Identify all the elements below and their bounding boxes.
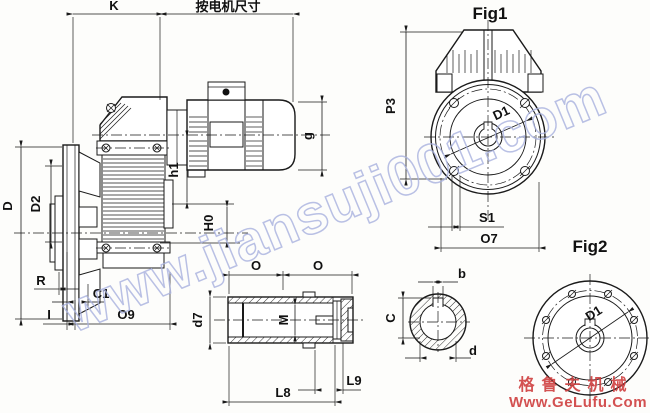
- fig2-title: Fig2: [573, 237, 608, 256]
- dim-label-m: M: [276, 315, 291, 326]
- dim-label-c1: C1: [93, 286, 110, 301]
- keyway-slot-top: [302, 291, 316, 298]
- dim-label-l9: L9: [346, 373, 361, 388]
- dim-label-h0: H0: [201, 215, 216, 232]
- dim-label-d-small: d: [469, 343, 477, 358]
- dim-label-c: C: [383, 313, 398, 323]
- fig1-fins: [446, 50, 532, 73]
- side-view-centerlines: [14, 134, 330, 249]
- dim-label-o-right: O: [313, 258, 323, 273]
- dim-label-fig1-d1: D1: [490, 103, 511, 124]
- keyway-slot-bottom: [302, 342, 316, 349]
- side-view-dimensions: K 按电机尺寸 g h1 H0 D D2 R C1 I O9: [0, 0, 327, 330]
- dim-label-o7: O7: [480, 231, 497, 246]
- dim-label-motor-note: 按电机尺寸: [195, 0, 260, 14]
- hollow-shaft-section: O O d7 M L9 L8: [190, 258, 366, 406]
- motor-cooling-fins: [189, 116, 262, 167]
- bore-cross-section: b C d: [383, 266, 477, 362]
- dim-label-r: R: [36, 273, 46, 288]
- dim-label-k: K: [109, 0, 119, 13]
- dim-label-fig2-d1: D1: [583, 302, 605, 324]
- dim-label-d: D: [0, 201, 15, 210]
- dim-label-o9: O9: [117, 307, 134, 322]
- dim-label-l8: L8: [275, 385, 290, 400]
- dim-label-d7: d7: [190, 312, 205, 327]
- footer-watermark-url: Www.GeLufu.Com: [509, 394, 647, 411]
- fig1-bolt-holes: [448, 97, 531, 177]
- fig1-front-view: Fig1 D1 P3 S1 O7: [383, 4, 556, 252]
- dim-label-d2: D2: [28, 196, 43, 213]
- cooling-ribs: [103, 158, 164, 240]
- footer-watermark-cn: 格鲁夫机械: [518, 375, 633, 394]
- dim-label-p3: P3: [383, 98, 398, 114]
- dim-label-b: b: [458, 266, 466, 281]
- fig2-flange-view: Fig2 D1: [524, 237, 649, 403]
- dim-label-h1: h1: [166, 162, 181, 177]
- dim-label-o-left: O: [251, 258, 261, 273]
- fig1-title: Fig1: [473, 4, 508, 23]
- motor-nameplate: [209, 121, 244, 148]
- terminal-box-bolt: [222, 88, 230, 96]
- dim-label-i: I: [47, 307, 51, 322]
- dim-label-g: g: [300, 132, 315, 140]
- dim-label-s1: S1: [479, 210, 495, 225]
